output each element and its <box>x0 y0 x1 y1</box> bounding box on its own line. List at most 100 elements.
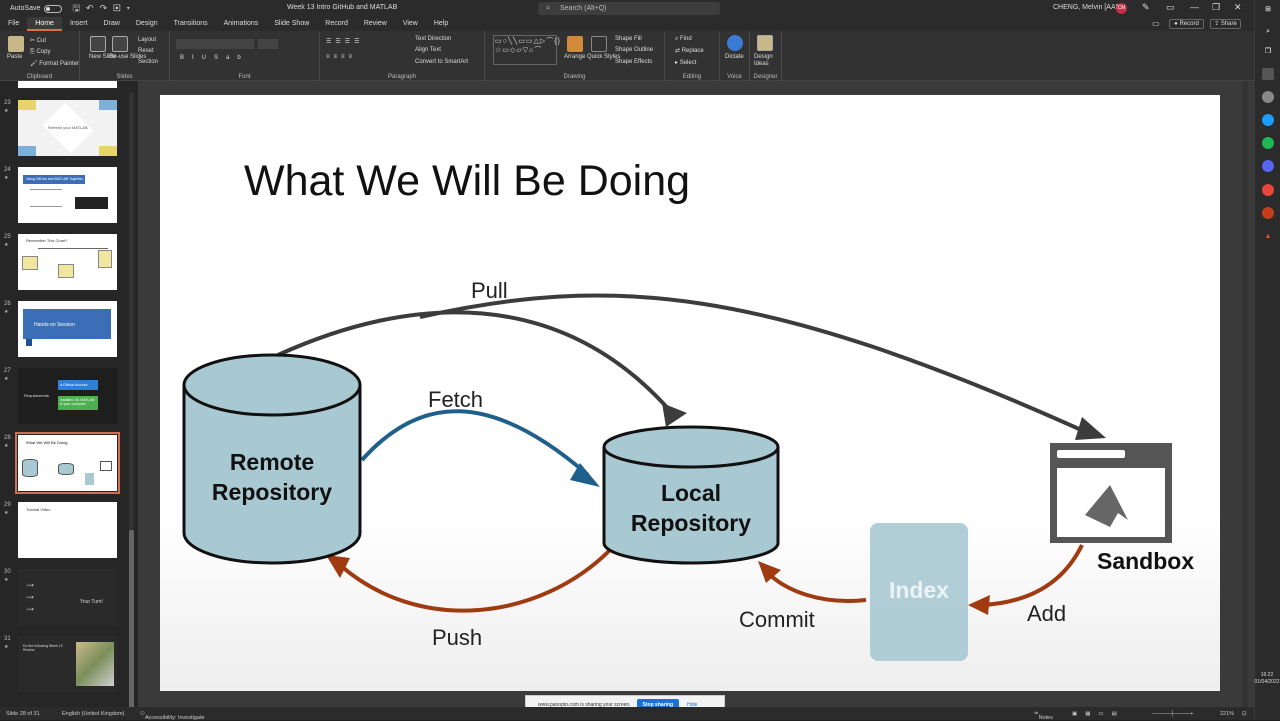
font-family-select[interactable] <box>176 39 254 49</box>
scrollbar-thumb[interactable] <box>129 530 134 710</box>
dictate-button[interactable]: Dictate <box>725 54 744 60</box>
new-slide-icon[interactable] <box>90 36 106 52</box>
powerpoint-icon[interactable] <box>1262 207 1274 219</box>
tab-home[interactable]: Home <box>27 17 62 31</box>
view-buttons[interactable]: ▣▦▭▤ <box>1072 711 1125 717</box>
avatar[interactable]: CM <box>1116 3 1127 14</box>
tab-help[interactable]: Help <box>433 20 449 27</box>
record-button[interactable]: ● Record <box>1169 19 1204 29</box>
shape-effects-button[interactable]: Shape Effects <box>615 59 653 65</box>
shape-outline-button[interactable]: Shape Outline <box>615 47 654 53</box>
search-input[interactable]: ⌕ Search (Alt+Q) <box>538 2 720 15</box>
ribbon-display-icon[interactable]: ▭ <box>1166 2 1175 12</box>
matlab-icon[interactable]: ▲ <box>1264 233 1272 240</box>
arrange-button[interactable]: Arrange <box>564 54 586 60</box>
replace-button[interactable]: ⇄ Replace <box>675 48 704 54</box>
arrange-icon[interactable] <box>567 36 583 52</box>
font-size-select[interactable] <box>258 39 278 49</box>
copy-button[interactable]: ⎘ Copy <box>30 49 51 55</box>
new-slide-button[interactable]: New Slide <box>89 54 117 60</box>
tab-file[interactable]: File <box>8 20 20 27</box>
quick-access-toolbar[interactable]: 🖫↶↷▣▾ <box>72 2 136 13</box>
paste-icon[interactable] <box>8 36 24 52</box>
share-button[interactable]: ⇪ Share <box>1210 19 1241 29</box>
current-slide[interactable]: What We Will Be Doing <box>160 95 1220 691</box>
tab-design[interactable]: Design <box>135 20 158 27</box>
pen-icon[interactable]: ✎ <box>1142 2 1150 12</box>
windows-icon[interactable]: ⊞ <box>1265 6 1271 13</box>
design-ideas-icon[interactable] <box>757 35 773 51</box>
close-icon[interactable]: ✕ <box>1234 2 1242 12</box>
slide-scrollbar[interactable] <box>1242 81 1248 707</box>
accessibility-status[interactable]: ⚇ Accessibility: Investigate <box>140 711 205 721</box>
list-buttons[interactable]: ☰☰☰☰ <box>326 39 364 45</box>
reuse-slides-button[interactable]: Re-use Slides <box>109 54 147 60</box>
slide-thumbnail[interactable]: Hands-on Session <box>18 301 117 357</box>
slide-thumbnail[interactable]: Remember This Chart? <box>18 234 117 290</box>
slide-title[interactable]: What We Will Be Doing <box>244 157 691 205</box>
paste-button[interactable]: Paste <box>7 54 23 60</box>
user-name[interactable]: CHENG, Melvin [AAE] <box>1053 4 1123 11</box>
slide-thumbnail[interactable]: Do the following Week 13 Review <box>18 636 117 692</box>
tab-animations[interactable]: Animations <box>223 20 259 27</box>
tab-slide-show[interactable]: Slide Show <box>274 20 310 27</box>
discord-icon[interactable] <box>1262 160 1274 172</box>
hide-button[interactable]: Hide <box>687 702 698 708</box>
select-button[interactable]: ▸ Select <box>675 60 697 66</box>
star-icon: ★ <box>4 644 9 650</box>
layout-button[interactable]: Layout <box>138 37 157 43</box>
shapes-gallery[interactable]: ▭○╲╲▭▭△▷⌒{}☆▭◇▱▽⌂⌒ <box>493 35 560 65</box>
slide-thumbnail-selected[interactable]: What We Will Be Doing <box>15 432 120 494</box>
microphone-icon[interactable] <box>727 35 743 51</box>
smartart-button[interactable]: Convert to SmartArt <box>415 59 469 65</box>
slide-thumbnail[interactable]: Refresh your MATLAB <box>18 100 117 156</box>
restore-icon[interactable]: ❐ <box>1212 2 1221 12</box>
autosave-toggle[interactable] <box>44 4 63 13</box>
design-ideas-button[interactable]: Design Ideas <box>754 54 773 67</box>
language-status[interactable]: English (United Kingdom) <box>62 711 125 717</box>
tab-insert[interactable]: Insert <box>69 20 88 27</box>
tab-record[interactable]: Record <box>325 20 348 27</box>
comments-icon[interactable]: ▭ <box>1152 19 1160 28</box>
spotify-icon[interactable] <box>1262 137 1274 149</box>
align-buttons[interactable]: ≡≡≡≡ <box>326 54 357 60</box>
find-button[interactable]: ⌕ Find <box>675 36 692 42</box>
section-button[interactable]: Section <box>138 59 159 65</box>
slide-number: 24 <box>4 167 11 173</box>
zoom-level[interactable]: 221% <box>1220 711 1235 717</box>
notes-button[interactable]: ≐ Notes <box>1034 711 1053 721</box>
chrome-icon[interactable] <box>1262 184 1274 196</box>
slide-thumbnail[interactable]: Tutorial Video <box>18 502 117 558</box>
quick-styles-button[interactable]: Quick Styles <box>587 54 621 60</box>
fit-slide-icon[interactable]: ⊡ <box>1242 711 1247 717</box>
format-painter-button[interactable]: 🖌 Format Painter <box>30 61 79 67</box>
reuse-slides-icon[interactable] <box>112 36 128 52</box>
cut-button[interactable]: ✂ Cut <box>30 38 47 44</box>
slide-thumbnail-partial[interactable] <box>18 81 117 88</box>
slide-thumbnail[interactable]: Using GitHub and MATLAB Together <box>18 167 117 223</box>
slide-thumbnail[interactable]: →→→ Your Turn! <box>18 569 117 625</box>
designer-group-label: Designer <box>753 74 778 80</box>
chat-icon[interactable] <box>1262 91 1274 103</box>
task-view-icon[interactable]: ❐ <box>1264 48 1272 55</box>
tab-view[interactable]: View <box>402 20 418 27</box>
shape-fill-button[interactable]: Shape Fill <box>615 36 642 42</box>
slide-thumbnail[interactable]: Requirements A GitHub Account Installed … <box>18 368 117 424</box>
tab-review[interactable]: Review <box>363 20 387 27</box>
thumb-text: Using GitHub and MATLAB Together <box>26 177 83 181</box>
quick-styles-icon[interactable] <box>591 36 607 52</box>
reset-button[interactable]: Reset <box>138 48 154 54</box>
clock[interactable]: 16:22 01/04/2022 <box>1254 672 1280 686</box>
steam-icon[interactable] <box>1262 114 1274 126</box>
minimize-icon[interactable]: — <box>1190 2 1199 12</box>
tab-transitions[interactable]: Transitions <box>173 20 208 27</box>
thumbnail-scrollbar[interactable] <box>129 93 134 710</box>
text-direction-button[interactable]: Text Direction <box>415 36 452 42</box>
font-format-buttons[interactable]: BIUSab <box>180 55 249 61</box>
align-text-button[interactable]: Align Text <box>415 47 441 53</box>
document-title[interactable]: Week 13 Intro GitHub and MATLAB <box>287 4 398 11</box>
tab-draw[interactable]: Draw <box>103 20 120 27</box>
file-explorer-icon[interactable] <box>1262 68 1274 80</box>
search-icon[interactable]: ⌕ <box>1266 28 1270 35</box>
zoom-slider[interactable]: −────┼────+ <box>1152 711 1194 717</box>
